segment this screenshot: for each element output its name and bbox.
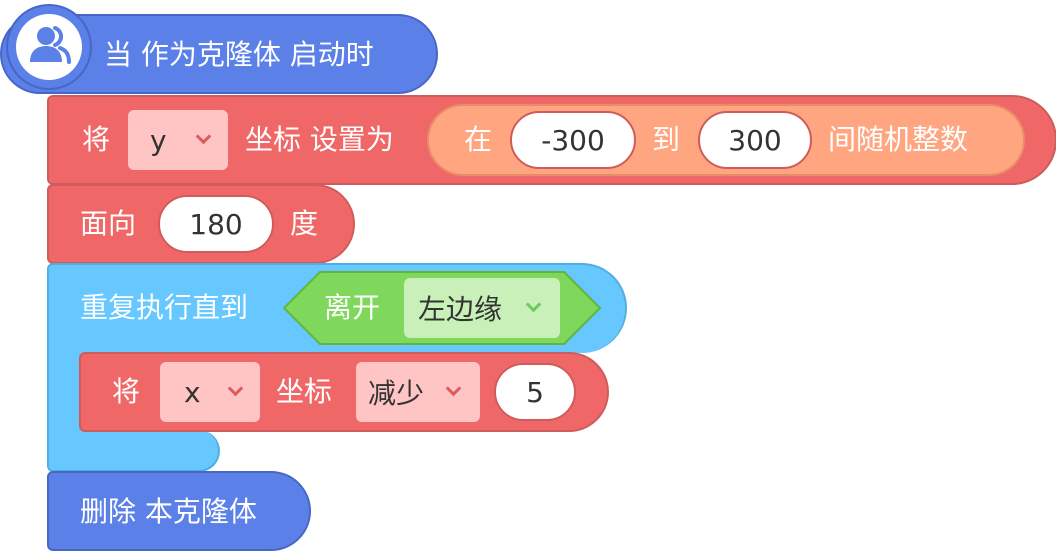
x-axis-value: x bbox=[184, 375, 201, 409]
delete-clone-block[interactable] bbox=[47, 471, 311, 551]
operation-value: 减少 bbox=[368, 377, 425, 410]
set-y-verb: 将 bbox=[82, 123, 111, 156]
change-x-verb: 将 bbox=[112, 375, 141, 408]
repeat-until-arm bbox=[47, 350, 81, 434]
x-axis-dropdown[interactable]: x bbox=[160, 362, 260, 422]
change-amount-input[interactable]: 5 bbox=[494, 363, 576, 421]
chevron-down-icon bbox=[198, 131, 210, 143]
set-y-mid: 坐标 设置为 bbox=[245, 123, 394, 156]
change-x-mid: 坐标 bbox=[276, 375, 333, 408]
condition-label: 离开 bbox=[324, 291, 381, 324]
repeat-until-bottom bbox=[47, 430, 220, 472]
random-prefix: 在 bbox=[464, 123, 493, 156]
random-max-input[interactable]: 300 bbox=[698, 111, 812, 169]
random-min-input[interactable]: -300 bbox=[510, 111, 636, 169]
edge-dropdown[interactable]: 左边缘 bbox=[404, 278, 560, 338]
edge-value: 左边缘 bbox=[418, 293, 503, 326]
operation-dropdown[interactable]: 减少 bbox=[356, 362, 480, 422]
random-to: 到 bbox=[652, 123, 681, 156]
direction-input[interactable]: 180 bbox=[158, 195, 274, 253]
chevron-down-icon bbox=[230, 383, 242, 395]
chevron-down-icon bbox=[528, 299, 540, 311]
hat-icon-inner bbox=[16, 14, 82, 80]
delete-clone-label: 删除 本克隆体 bbox=[80, 495, 257, 528]
y-axis-dropdown[interactable]: y bbox=[128, 110, 228, 170]
point-prefix: 面向 bbox=[80, 207, 137, 240]
chevron-down-icon bbox=[448, 383, 460, 395]
hat-label: 当 作为克隆体 启动时 bbox=[104, 38, 374, 71]
point-suffix: 度 bbox=[290, 207, 319, 240]
repeat-until-label: 重复执行直到 bbox=[80, 291, 249, 324]
users-icon bbox=[30, 26, 71, 64]
random-suffix: 间随机整数 bbox=[828, 123, 969, 156]
y-axis-value: y bbox=[150, 123, 167, 157]
